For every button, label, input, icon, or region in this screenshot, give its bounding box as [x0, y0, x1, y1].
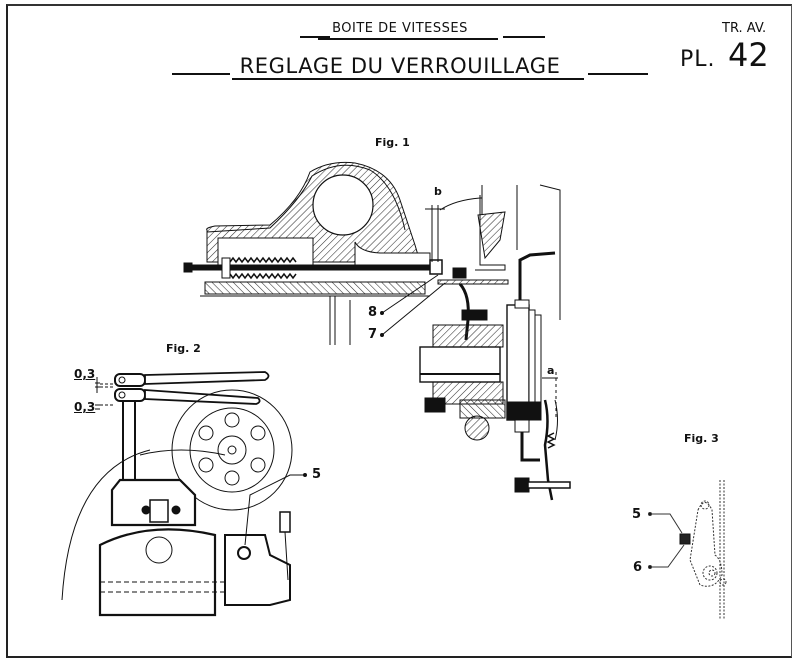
fig1-shaft-section	[464, 415, 490, 441]
fig2-clearance-top: 0,3	[74, 367, 96, 381]
fig1-callout-8: 8	[368, 305, 378, 320]
fig1-bolt-head	[452, 267, 467, 279]
fig1-dimension-b: b	[434, 185, 442, 198]
fig1-leader-8	[381, 274, 439, 314]
fig1-spring-rod	[183, 256, 443, 280]
fig1-label: Fig. 1	[375, 136, 410, 149]
fig1-callout-7: 7	[368, 327, 378, 342]
fig1-disc-pack	[506, 299, 542, 433]
title-rule-right	[503, 36, 545, 38]
plate-prefix: PL.	[680, 47, 716, 72]
fig1-dimension-a: a	[547, 364, 555, 377]
fig3-label: Fig. 3	[684, 432, 719, 445]
fig2-gearbox-body	[98, 478, 291, 617]
fig3-callout-6: 6	[633, 560, 643, 575]
fig1-leader-7	[381, 282, 446, 336]
main-title-rule-left	[172, 73, 230, 75]
fig2-leader-5	[244, 474, 305, 546]
page-border	[6, 4, 792, 658]
fig1-fork	[475, 195, 506, 271]
title-rule-left	[300, 36, 330, 38]
fig2-label: Fig. 2	[166, 342, 201, 355]
fig3-callout-5: 5	[632, 507, 642, 522]
fig2-clearance-bottom: 0,3	[74, 400, 96, 414]
fig1-lower-linkage	[514, 399, 571, 501]
fig2-drawing	[61, 371, 307, 617]
fig3-drawing	[648, 480, 727, 620]
section-title-underline	[318, 38, 498, 40]
fig1-hub	[419, 309, 506, 441]
fig3-nut	[679, 533, 691, 545]
fig2-upper-lever	[114, 371, 270, 387]
main-title-underline	[232, 78, 584, 80]
fig2-outer-arc	[61, 449, 151, 601]
main-title: REGLAGE DU VERROUILLAGE	[239, 54, 561, 78]
fig2-callout-5: 5	[312, 467, 322, 482]
fig1-drawing	[183, 161, 571, 501]
fig1-dimension-b-marker	[425, 197, 482, 262]
plate-category: TR. AV.	[722, 21, 767, 36]
fig3-leader-5	[650, 513, 683, 534]
fig2-shaft	[122, 400, 136, 482]
section-title: BOITE DE VITESSES	[332, 21, 468, 36]
main-title-rule-right	[588, 73, 648, 75]
fig3-lever	[689, 502, 723, 587]
fig1-housing	[200, 161, 431, 345]
fig1-dimension-a-marker	[542, 372, 558, 420]
fig2-clearance-marks	[95, 377, 115, 410]
plate-number: 42	[728, 36, 769, 74]
fig3-leader-6	[650, 544, 685, 568]
fig1-bore	[312, 174, 374, 236]
fig1-bracket	[518, 251, 556, 310]
fig2-lower-lever	[114, 388, 261, 405]
